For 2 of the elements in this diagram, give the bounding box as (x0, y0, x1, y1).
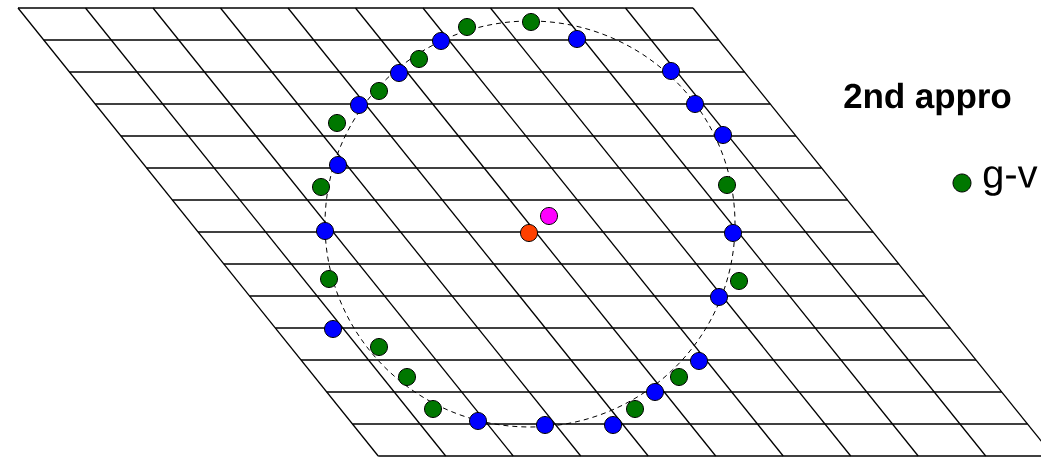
legend-text: g-v (983, 166, 1038, 196)
heading: 2nd appro (844, 82, 1011, 116)
